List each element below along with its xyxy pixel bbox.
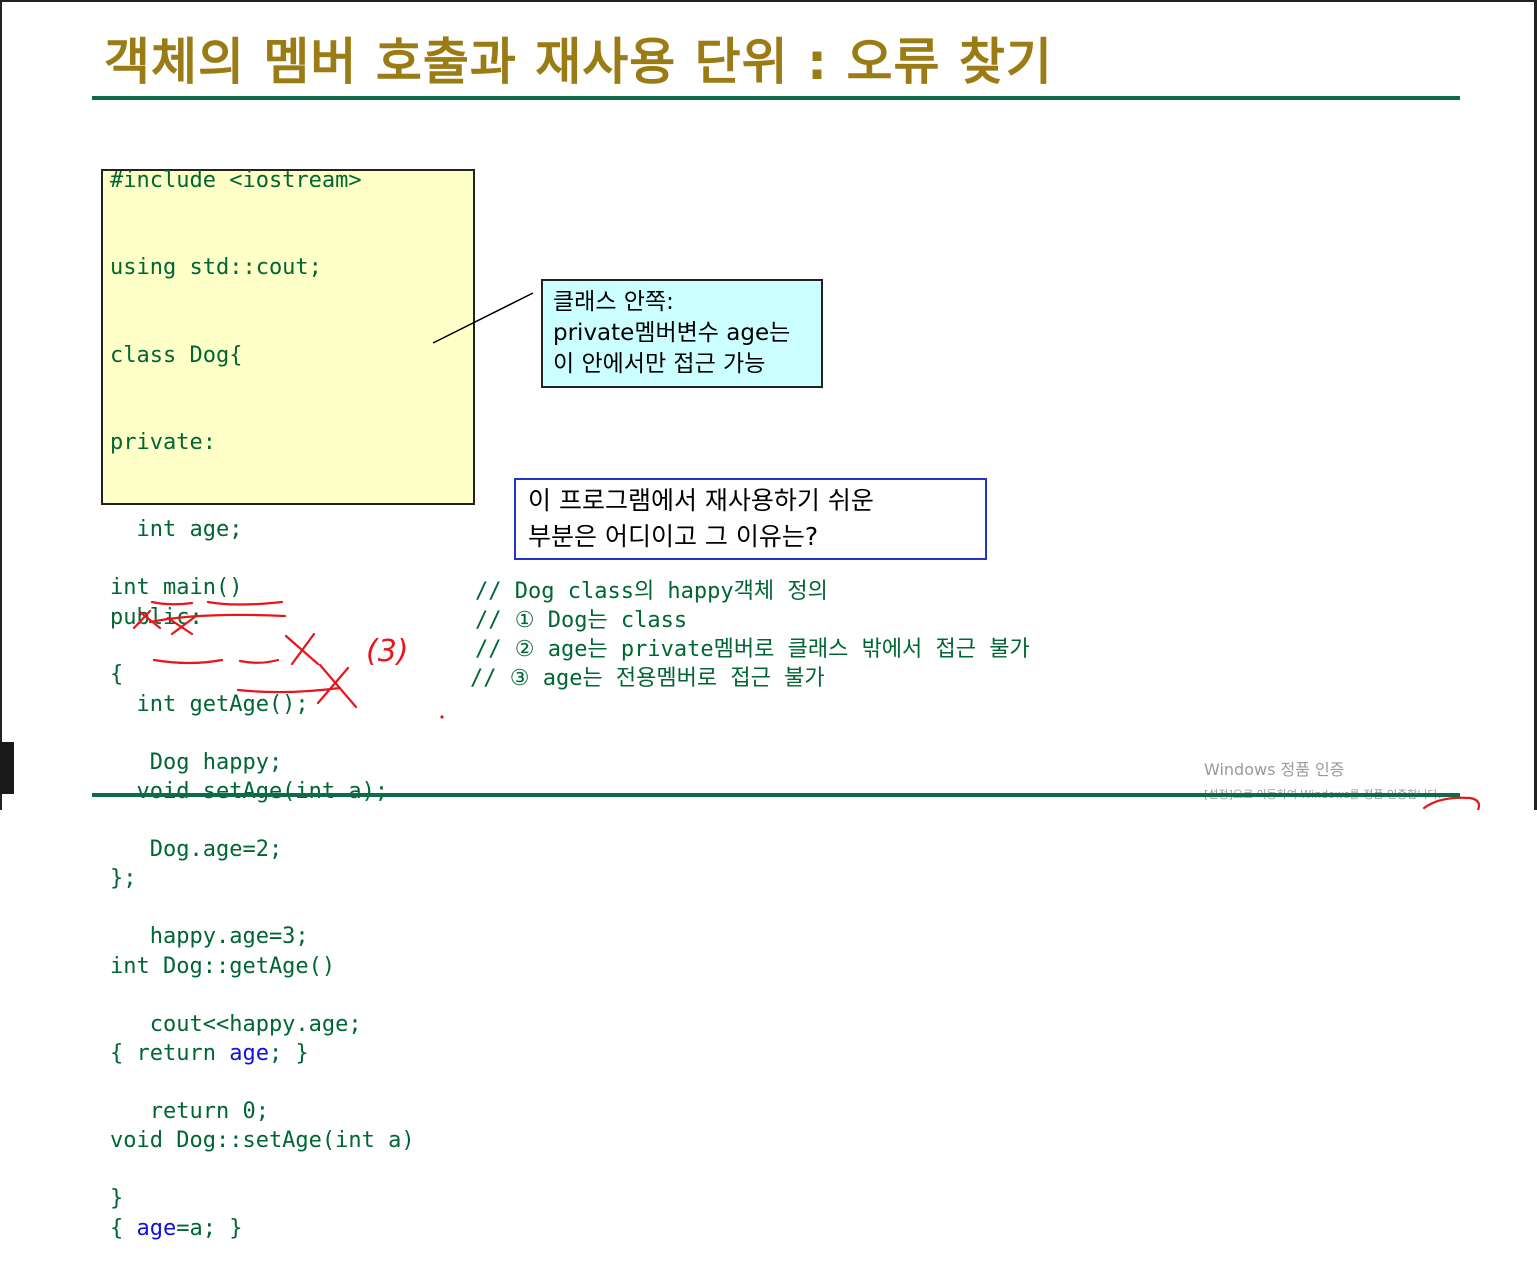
code-line-include: #include <iostream> [110, 168, 362, 194]
title-divider [92, 96, 1460, 100]
code-line-setage-decl: void setAge(int a); [110, 779, 389, 805]
question-line: 부분은 어디이고 그 이유는? [528, 522, 819, 551]
callout-line: 클래스 안쪽: [553, 289, 674, 315]
class-scope-callout: 클래스 안쪽: private멤버변수 age는 이 안에서만 접근 가능 [541, 279, 823, 388]
code-line-return: return 0; [110, 1098, 269, 1124]
callout-line: private멤버변수 age는 [553, 320, 791, 346]
question-line: 이 프로그램에서 재사용하기 쉬운 [528, 486, 874, 515]
code-line-private: private: [110, 430, 216, 456]
callout-line: 이 안에서만 접근 가능 [553, 351, 766, 377]
code-block-main: int main() { Dog happy; Dog.age=2; happy… [110, 515, 362, 1242]
slide-title: 객체의 멤버 호출과 재사용 단위 : 오류 찾기 [104, 33, 1053, 91]
comment-3: // ② age는 private멤버로 클래스 밖에서 접근 불가 [475, 637, 1030, 662]
window-frame-top [0, 0, 1537, 2]
code-line-class: class Dog{ [110, 342, 243, 368]
code-line-int-age: int age; [110, 517, 243, 543]
code-line-close-brace: } [110, 1186, 124, 1212]
comment-1: // Dog class의 happy객체 정의 [475, 579, 828, 604]
window-frame-right [1534, 0, 1537, 810]
code-line-happy-age: happy.age=3; [110, 924, 309, 950]
code-line-main: int main() [110, 575, 243, 601]
watermark-title: Windows 정품 인증 [1204, 760, 1345, 779]
comment-2: // ① Dog는 class [475, 608, 688, 633]
comment-4: // ③ age는 전용멤버로 접근 불가 [470, 666, 825, 691]
side-handle[interactable] [0, 742, 14, 794]
ink-dot [440, 715, 444, 719]
code-line-dog-happy: Dog happy; [110, 749, 283, 775]
window-frame-left [0, 0, 2, 810]
question-callout: 이 프로그램에서 재사용하기 쉬운 부분은 어디이고 그 이유는? [514, 478, 987, 560]
footer-divider [92, 793, 1460, 797]
code-line-using: using std::cout; [110, 255, 322, 281]
code-line-cout: cout<<happy.age; [110, 1011, 362, 1037]
code-line-dog-age: Dog.age=2; [110, 837, 283, 863]
class-definition-box [101, 169, 475, 505]
code-line-getage-decl: int getAge(); [110, 691, 309, 717]
code-line-open-brace: { [110, 662, 124, 688]
